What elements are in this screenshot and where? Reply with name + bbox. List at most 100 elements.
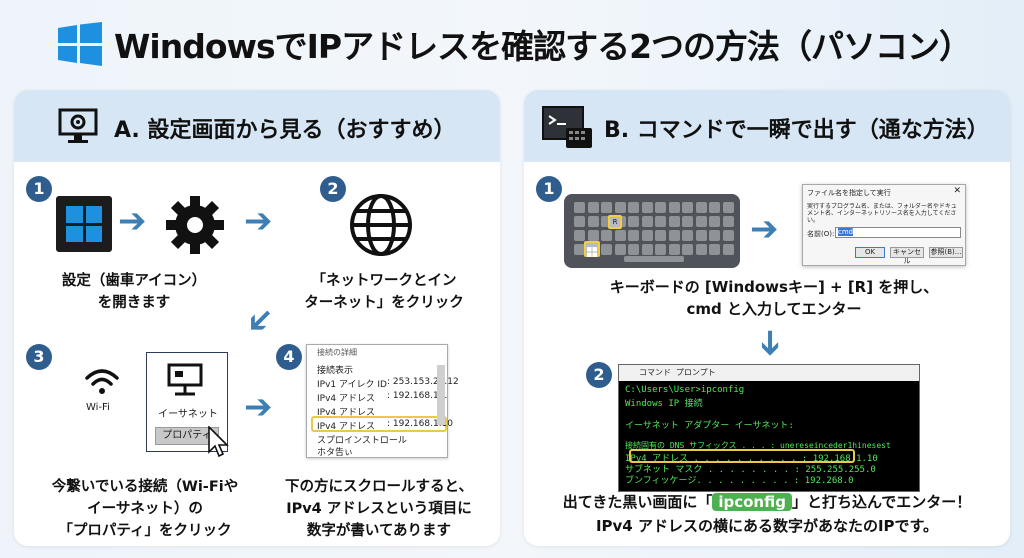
keyboard-key [587, 230, 599, 241]
arrow-down-icon: ➔ [750, 328, 791, 358]
gear-icon[interactable] [164, 194, 226, 260]
caption-line: キーボードの [Windowsキー] + [R] を押し、 [609, 278, 939, 296]
caption-line: 「プロパティ」をクリック [58, 523, 232, 539]
caption-line: を開きます [97, 295, 171, 311]
keyboard-key [722, 216, 734, 227]
wifi-icon [84, 366, 120, 400]
keyboard-key [655, 244, 666, 255]
run-cancel-button[interactable]: キャンセル [890, 247, 924, 265]
keyboard-key [628, 230, 639, 241]
keyboard-key [695, 202, 707, 213]
panel-b-header [524, 90, 1010, 162]
arrow-right-icon: ➔ [244, 201, 273, 241]
arrow-right-icon: ➔ [118, 201, 147, 241]
cmd-titlebar: コマンド プロンプト [619, 365, 919, 381]
keyboard-key [628, 216, 639, 227]
keyboard-key [695, 244, 707, 255]
step-badge: 3 [26, 344, 52, 370]
keyboard-key [722, 230, 734, 241]
wifi-label: Wi-Fi [86, 402, 110, 413]
keyboard-key [614, 244, 626, 255]
caption-text: 出てきた黒い画面に「 [562, 493, 713, 511]
run-browse-button[interactable]: 参照(B)... [929, 247, 963, 258]
props-row-label: ホタ告ぃ [317, 448, 354, 458]
step-badge: 1 [536, 176, 562, 202]
keyboard-key [682, 244, 693, 255]
cmd-line: ブンフィッケージ. . . . . . . . . : 192.268.0 [625, 476, 854, 486]
props-row: IPv4 アドレス [317, 405, 375, 418]
panel-command-method: B. コマンドで一瞬で出す（通な方法） 1 R ➔ ファイル名を指定して実行 ✕… [524, 90, 1010, 546]
ethernet-card[interactable]: イーサネット プロパティ [146, 352, 228, 452]
ipv4-highlight [311, 416, 447, 432]
run-dialog-input[interactable]: cmd [835, 227, 961, 238]
keyboard-key [682, 202, 693, 213]
props-row-label: IPv4 アドレス [317, 394, 375, 404]
step-1-caption: 設定（歯車アイコン） を開きます [34, 270, 234, 314]
page-title: WindowsでIPアドレスを確認する2つの方法（パソコン） [114, 27, 972, 66]
windows-logo-icon [58, 22, 102, 66]
caption-line: 「ネットワークとイン [311, 273, 457, 289]
monitor-gear-icon [58, 108, 98, 150]
props-row-value: : 192.168.1.1 [387, 391, 448, 401]
run-dialog-title: ファイル名を指定して実行 [807, 189, 891, 197]
props-row: IPv4 アドレス : 192.168.1.1 [317, 391, 447, 404]
terminal-icon [542, 106, 592, 152]
caption-line: IPv4 アドレスの横にある数字があなたのIPです。 [595, 517, 939, 535]
keyboard-key [668, 202, 680, 213]
run-dialog: ファイル名を指定して実行 ✕ 実行するプログラム名、または、フォルダー名やドキュ… [802, 184, 966, 266]
windows-key-highlight[interactable] [584, 241, 600, 257]
caption-line: 出てきた黒い画面に「ipconfig」と打ち込んでエンター！ [542, 490, 992, 514]
keyboard-key [574, 244, 585, 255]
keyboard-key [601, 230, 612, 241]
step-b2-caption: 出てきた黒い画面に「ipconfig」と打ち込んでエンター！ IPv4 アドレス… [542, 490, 992, 538]
keyboard-key [601, 244, 612, 255]
step-badge: 2 [586, 362, 612, 388]
keyboard-key [682, 216, 693, 227]
caption-line: cmd と入力してエンター [686, 300, 862, 318]
props-row-label: IPv4 アドレス [317, 408, 375, 418]
windows-start-icon[interactable] [56, 196, 112, 252]
caption-line: イーサネット）の [87, 501, 203, 517]
keyboard-key [628, 202, 639, 213]
props-row-value: : 192.168.1.10 [387, 419, 454, 429]
cmd-line: Windows IP 接続 [625, 399, 703, 409]
step-4-caption: 下の方にスクロールすると、 IPv4 アドレスという項目に 数字が書いてあります [274, 476, 484, 542]
props-row-label: スプロインストロール [317, 436, 407, 446]
cmd-line: C:\Users\User>ipconfig [625, 385, 745, 395]
keyboard-key [587, 216, 599, 227]
r-key-highlight[interactable]: R [608, 215, 622, 229]
cmd-line: イーサネット アダプター イーサネット: [625, 421, 794, 431]
keyboard-key [695, 216, 707, 227]
keyboard-key [709, 216, 720, 227]
panel-settings-method: A. 設定画面から見る（おすすめ） 1 ➔ ➔ 設定（歯車アイコン） を開きます [14, 90, 500, 546]
keyboard-key [655, 216, 666, 227]
caption-line: 設定（歯車アイコン） [61, 273, 207, 289]
props-row-label: IPv1 アイレク ID [317, 380, 387, 390]
keyboard-key [628, 244, 639, 255]
props-row-ipv4: IPv4 アドレス : 192.168.1.10 [317, 419, 453, 432]
props-row-label: IPv4 アドレス [317, 422, 375, 432]
keyboard-key [601, 216, 612, 227]
cmd-line: 接続固有の DNS サフィックス . . . : unereseinceder1… [625, 441, 891, 450]
keyboard-key [709, 244, 720, 255]
keyboard-key [641, 216, 653, 227]
keyboard-key [682, 230, 693, 241]
scrollbar[interactable] [437, 365, 445, 425]
step-b1-caption: キーボードの [Windowsキー] + [R] を押し、 cmd と入力してエ… [564, 276, 984, 320]
close-icon[interactable]: ✕ [953, 186, 961, 196]
sparkle-icon: ✦ [972, 500, 996, 533]
cmd-line-ipv4: IPv4 アドレス . . . . . . . . . . : 192.168.… [625, 454, 878, 464]
keyboard-key [587, 202, 599, 213]
globe-icon[interactable] [348, 192, 414, 262]
props-title: 接続の詳細 [317, 348, 357, 357]
run-dialog-name-label: 名前(O): [807, 230, 835, 238]
keyboard-key [668, 216, 680, 227]
keyboard-key [641, 230, 653, 241]
step-badge: 4 [276, 344, 302, 370]
run-ok-button[interactable]: OK [855, 247, 885, 258]
keyboard-spacebar [624, 256, 684, 262]
keyboard-key [614, 230, 626, 241]
caption-line: ターネット」をクリック [304, 295, 464, 311]
keyboard-key [722, 244, 734, 255]
keyboard-key [614, 202, 626, 213]
